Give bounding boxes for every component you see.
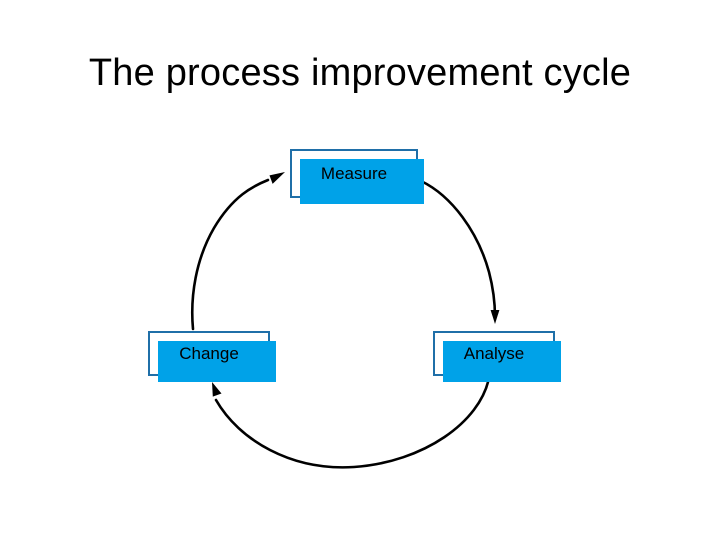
node-shadow xyxy=(158,341,276,382)
arrow-change-to-measure xyxy=(190,172,285,331)
process-node-label: Analyse xyxy=(463,344,525,363)
page-title: The process improvement cycle xyxy=(88,52,632,94)
process-node-measure[interactable]: Measure xyxy=(290,149,424,204)
node-shadow xyxy=(300,159,424,204)
arrow-measure-to-analyse xyxy=(419,179,500,324)
process-node-label: Measure xyxy=(320,164,388,183)
process-node-label: Change xyxy=(179,344,239,363)
process-node-analyse[interactable]: Analyse xyxy=(433,331,561,382)
node-shadow xyxy=(443,341,561,382)
arrow-analyse-to-change xyxy=(212,376,491,469)
process-node-change[interactable]: Change xyxy=(148,331,276,382)
